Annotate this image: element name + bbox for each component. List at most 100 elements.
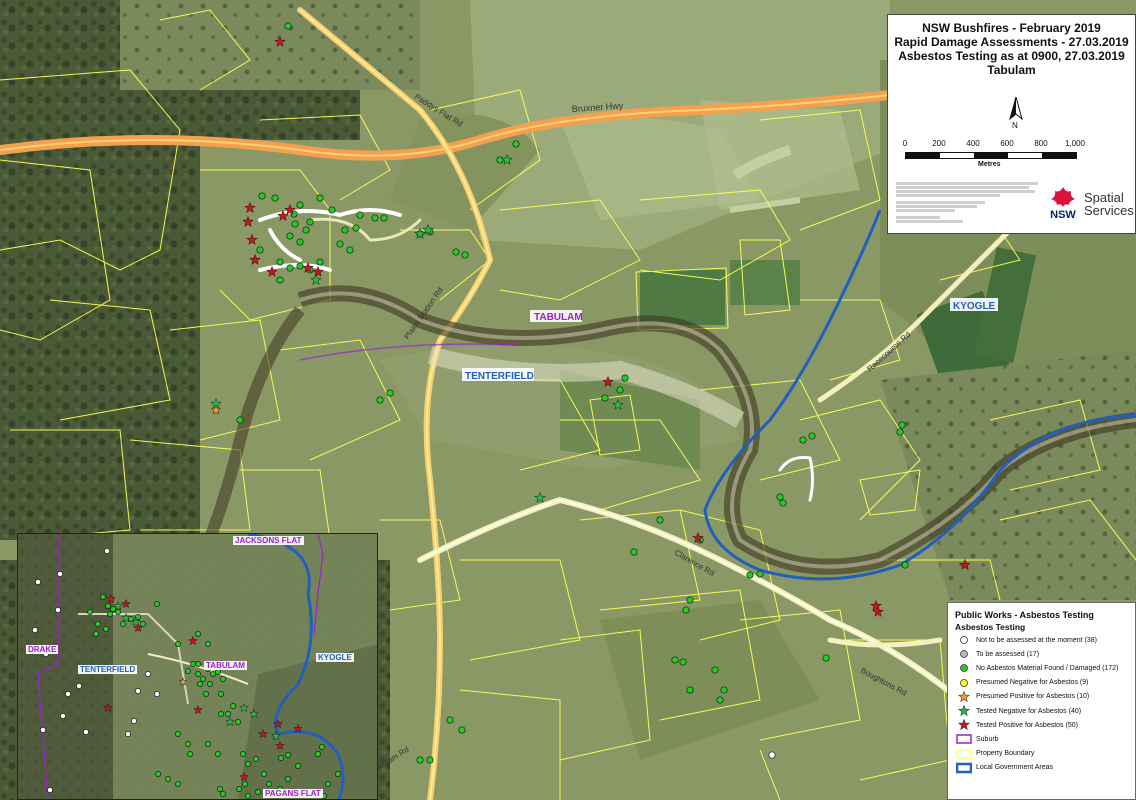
asbestos-point-marker[interactable] (779, 499, 787, 507)
asbestos-point-marker[interactable] (83, 729, 89, 735)
asbestos-star-marker[interactable] (113, 600, 123, 611)
asbestos-point-marker[interactable] (175, 731, 181, 737)
asbestos-point-marker[interactable] (258, 192, 266, 200)
asbestos-point-marker[interactable] (346, 246, 354, 254)
asbestos-star-marker[interactable] (612, 398, 624, 410)
asbestos-point-marker[interactable] (140, 621, 146, 627)
asbestos-point-marker[interactable] (512, 140, 520, 148)
asbestos-point-marker[interactable] (416, 756, 424, 764)
asbestos-point-marker[interactable] (285, 776, 291, 782)
asbestos-star-marker[interactable] (193, 704, 203, 715)
asbestos-star-marker[interactable] (103, 702, 113, 713)
asbestos-point-marker[interactable] (76, 683, 82, 689)
asbestos-point-marker[interactable] (165, 776, 171, 782)
asbestos-point-marker[interactable] (682, 606, 690, 614)
asbestos-point-marker[interactable] (57, 571, 63, 577)
asbestos-point-marker[interactable] (341, 226, 349, 234)
asbestos-point-marker[interactable] (230, 703, 236, 709)
asbestos-star-marker[interactable] (106, 593, 116, 604)
asbestos-point-marker[interactable] (131, 718, 137, 724)
asbestos-point-marker[interactable] (105, 603, 111, 609)
asbestos-point-marker[interactable] (898, 421, 906, 429)
asbestos-point-marker[interactable] (195, 671, 201, 677)
asbestos-point-marker[interactable] (336, 240, 344, 248)
asbestos-point-marker[interactable] (679, 658, 687, 666)
asbestos-point-marker[interactable] (296, 201, 304, 209)
asbestos-point-marker[interactable] (217, 786, 223, 792)
asbestos-point-marker[interactable] (319, 744, 325, 750)
asbestos-point-marker[interactable] (220, 676, 226, 682)
asbestos-point-marker[interactable] (175, 641, 181, 647)
asbestos-point-marker[interactable] (255, 789, 261, 795)
asbestos-point-marker[interactable] (822, 654, 830, 662)
asbestos-point-marker[interactable] (128, 616, 134, 622)
asbestos-point-marker[interactable] (768, 751, 776, 759)
asbestos-point-marker[interactable] (352, 224, 360, 232)
asbestos-point-marker[interactable] (205, 741, 211, 747)
asbestos-point-marker[interactable] (720, 686, 728, 694)
asbestos-star-marker[interactable] (225, 716, 235, 727)
asbestos-point-marker[interactable] (185, 741, 191, 747)
asbestos-star-marker[interactable] (302, 261, 314, 273)
asbestos-point-marker[interactable] (266, 781, 272, 787)
asbestos-point-marker[interactable] (671, 656, 679, 664)
asbestos-point-marker[interactable] (93, 631, 99, 637)
asbestos-point-marker[interactable] (207, 681, 213, 687)
asbestos-point-marker[interactable] (154, 601, 160, 607)
asbestos-point-marker[interactable] (235, 719, 241, 725)
asbestos-star-marker[interactable] (188, 635, 198, 646)
asbestos-point-marker[interactable] (245, 761, 251, 767)
asbestos-point-marker[interactable] (236, 416, 244, 424)
asbestos-point-marker[interactable] (95, 621, 101, 627)
asbestos-point-marker[interactable] (776, 493, 784, 501)
asbestos-point-marker[interactable] (187, 751, 193, 757)
asbestos-point-marker[interactable] (686, 596, 694, 604)
asbestos-point-marker[interactable] (135, 614, 141, 620)
asbestos-point-marker[interactable] (215, 669, 221, 675)
asbestos-point-marker[interactable] (315, 751, 321, 757)
asbestos-point-marker[interactable] (104, 548, 110, 554)
asbestos-star-marker[interactable] (178, 677, 188, 686)
asbestos-star-marker[interactable] (293, 723, 303, 734)
asbestos-point-marker[interactable] (200, 676, 206, 682)
asbestos-point-marker[interactable] (380, 214, 388, 222)
asbestos-point-marker[interactable] (154, 691, 160, 697)
asbestos-point-marker[interactable] (306, 218, 314, 226)
asbestos-point-marker[interactable] (295, 763, 301, 769)
asbestos-point-marker[interactable] (203, 691, 209, 697)
asbestos-point-marker[interactable] (316, 258, 324, 266)
asbestos-point-marker[interactable] (205, 641, 211, 647)
asbestos-star-marker[interactable] (602, 375, 614, 387)
asbestos-point-marker[interactable] (286, 264, 294, 272)
asbestos-point-marker[interactable] (601, 394, 609, 402)
asbestos-point-marker[interactable] (65, 691, 71, 697)
asbestos-point-marker[interactable] (236, 786, 242, 792)
asbestos-point-marker[interactable] (60, 713, 66, 719)
asbestos-point-marker[interactable] (135, 688, 141, 694)
asbestos-star-marker[interactable] (239, 771, 249, 782)
asbestos-star-marker[interactable] (210, 404, 222, 415)
asbestos-point-marker[interactable] (107, 611, 113, 617)
asbestos-point-marker[interactable] (371, 214, 379, 222)
asbestos-star-marker[interactable] (121, 612, 131, 623)
asbestos-star-marker[interactable] (249, 253, 261, 265)
asbestos-point-marker[interactable] (376, 396, 384, 404)
asbestos-star-marker[interactable] (312, 265, 324, 277)
asbestos-star-marker[interactable] (242, 215, 254, 227)
asbestos-point-marker[interactable] (40, 727, 46, 733)
asbestos-point-marker[interactable] (185, 668, 191, 674)
asbestos-point-marker[interactable] (446, 716, 454, 724)
asbestos-star-marker[interactable] (275, 740, 285, 751)
asbestos-point-marker[interactable] (195, 631, 201, 637)
asbestos-point-marker[interactable] (284, 22, 292, 30)
asbestos-point-marker[interactable] (291, 220, 299, 228)
asbestos-point-marker[interactable] (356, 211, 364, 219)
asbestos-star-marker[interactable] (266, 265, 278, 277)
asbestos-point-marker[interactable] (218, 711, 224, 717)
asbestos-star-marker[interactable] (277, 209, 289, 221)
asbestos-star-marker[interactable] (310, 273, 322, 285)
asbestos-point-marker[interactable] (335, 771, 341, 777)
asbestos-point-marker[interactable] (87, 609, 93, 615)
asbestos-point-marker[interactable] (145, 671, 151, 677)
asbestos-star-marker[interactable] (133, 622, 143, 633)
